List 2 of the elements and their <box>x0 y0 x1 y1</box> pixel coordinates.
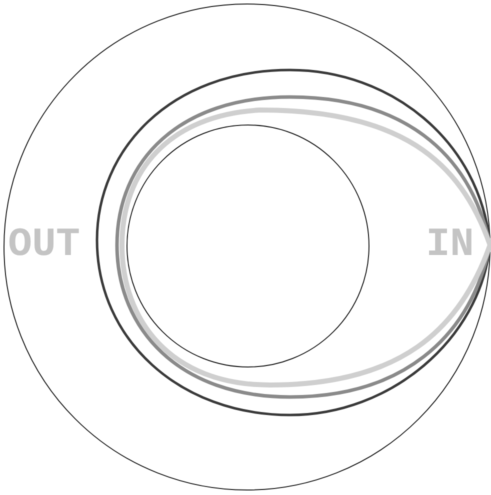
direction-label: OUT <box>8 226 80 266</box>
direction-label: IN <box>426 226 474 266</box>
